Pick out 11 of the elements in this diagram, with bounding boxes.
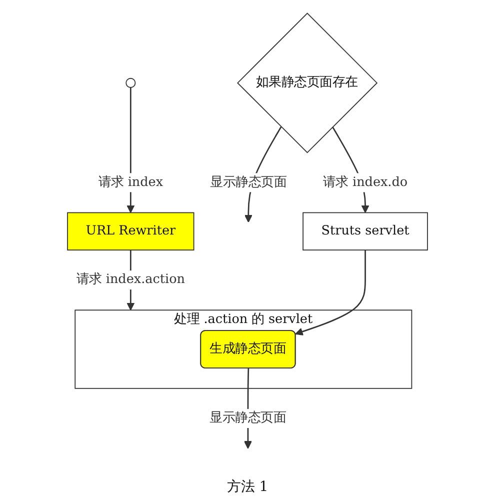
edge-label: 请求 index.do: [322, 174, 408, 190]
node-circle: [126, 78, 136, 88]
edge-label: 请求 index: [98, 174, 164, 190]
edge-label: 请求 index.action: [76, 272, 185, 287]
arrow: [295, 250, 366, 336]
edge-label: 显示静态页面: [210, 174, 287, 190]
node-diamond: 如果静态页面存在: [237, 12, 378, 154]
node-box: Struts servlet: [302, 212, 428, 250]
node-box: URL Rewriter: [67, 212, 194, 250]
caption: 方法 1: [226, 478, 268, 496]
edge-label: 显示静态页面: [210, 410, 286, 426]
